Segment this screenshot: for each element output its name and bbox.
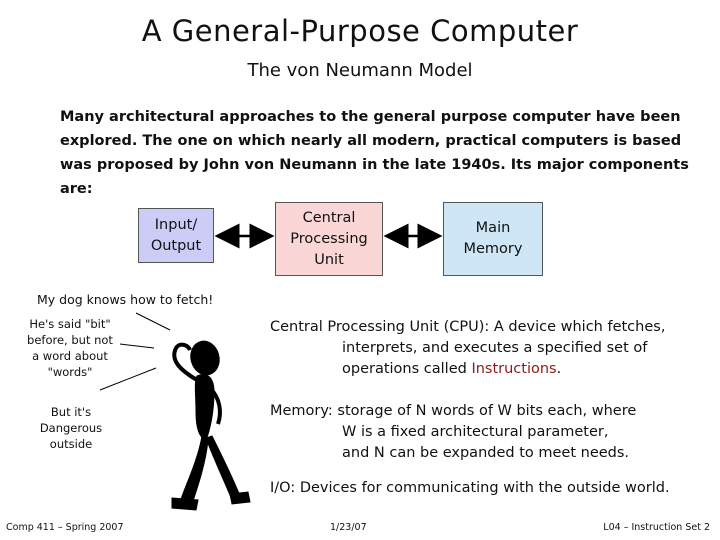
figure-arm-down bbox=[208, 386, 222, 425]
footer-course: Comp 411 – Spring 2007 bbox=[6, 522, 124, 533]
footer-date: 1/23/07 bbox=[330, 522, 367, 533]
figure-leg-left bbox=[179, 435, 209, 505]
instructions-highlight: Instructions bbox=[471, 361, 557, 377]
cpu-desc-line3-pre: operations called bbox=[342, 361, 472, 377]
memory-description: Memory: storage of N words of W bits eac… bbox=[270, 401, 710, 464]
bubble1-pointer-a bbox=[135, 312, 171, 331]
page-title: A General-Purpose Computer bbox=[141, 14, 579, 48]
memory-desc-line2: W is a fixed architectural parameter, bbox=[342, 424, 609, 440]
cpu-desc-line3: operations called Instructions. bbox=[270, 359, 710, 380]
speech-bubble-words: He's said "bit" before, but not a word a… bbox=[27, 317, 113, 379]
io-description: I/O: Devices for communicating with the … bbox=[270, 478, 710, 499]
cpu-desc-line1: Central Processing Unit (CPU): A device … bbox=[270, 319, 666, 335]
figure-leg-right bbox=[205, 435, 241, 501]
input-output-box: Input/ Output bbox=[138, 208, 214, 263]
bubble2-pointer bbox=[99, 367, 157, 391]
cpu-box: Central Processing Unit bbox=[275, 202, 383, 276]
cpu-desc-line3-post: . bbox=[556, 361, 562, 377]
cpu-desc-line2: interprets, and executes a specified set… bbox=[342, 340, 648, 356]
thinking-person-figure bbox=[171, 340, 251, 511]
io-desc-line1: I/O: Devices for communicating with the … bbox=[270, 480, 670, 496]
speech-bubble-dangerous: But it's Dangerous outside bbox=[39, 405, 103, 451]
page-subtitle: The von Neumann Model bbox=[247, 60, 473, 81]
footer-slide-info: L04 – Instruction Set 2 bbox=[603, 522, 710, 533]
main-memory-box: Main Memory bbox=[443, 202, 543, 276]
figure-foot-right bbox=[229, 491, 251, 505]
intro-paragraph: Many architectural approaches to the gen… bbox=[60, 109, 689, 197]
bubble1-pointer-b bbox=[119, 343, 155, 349]
figure-body bbox=[194, 374, 215, 441]
figure-head bbox=[190, 340, 220, 376]
memory-desc-line1: Memory: storage of N words of W bits eac… bbox=[270, 403, 637, 419]
figure-arm-up bbox=[172, 342, 199, 382]
memory-desc-line3: and N can be expanded to meet needs. bbox=[342, 445, 630, 461]
dog-caption: My dog knows how to fetch! bbox=[37, 292, 214, 307]
figure-foot-left bbox=[171, 497, 199, 511]
cpu-description: Central Processing Unit (CPU): A device … bbox=[270, 317, 710, 380]
